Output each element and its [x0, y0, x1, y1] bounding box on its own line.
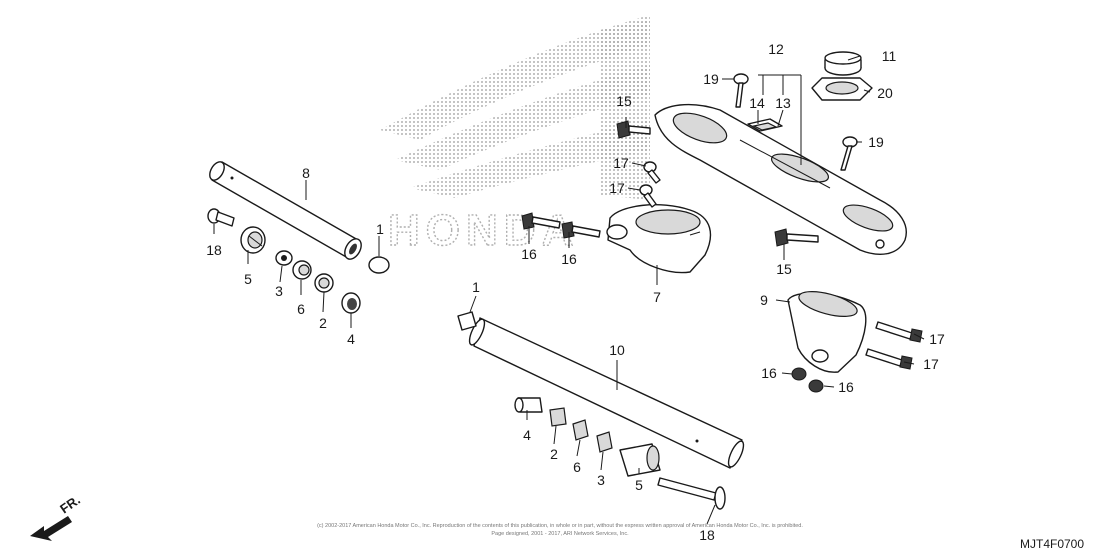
diagram-reference-code: MJT4F0700 [1020, 537, 1084, 551]
part-11-cap [824, 51, 862, 76]
part-6-right-rubber [572, 419, 589, 441]
callout-5-left: 5 [244, 271, 252, 287]
part-18-left-screw [207, 208, 235, 227]
part-16-bolt-a [521, 212, 561, 230]
callout-2-left: 2 [319, 315, 327, 331]
part-9-lower-holder [787, 291, 867, 373]
part-20-nut [811, 77, 873, 101]
callout-17-right-a: 17 [929, 331, 945, 347]
callout-labels: 8 1 18 5 3 6 2 4 1 10 4 2 6 3 5 18 7 16 … [206, 41, 945, 543]
callout-19-upper: 19 [703, 71, 719, 87]
callout-10: 10 [609, 342, 625, 358]
callout-18-left: 18 [206, 242, 222, 258]
callout-16-a: 16 [521, 246, 537, 262]
part-6-left-rubber [292, 260, 312, 280]
part-7-handlebar-holder [606, 204, 712, 274]
callout-16-right-b: 16 [838, 379, 854, 395]
copyright-line-2: Page designed, 2001 - 2017, ARI Network … [491, 531, 629, 537]
callout-3-left: 3 [275, 283, 283, 299]
callout-20: 20 [877, 85, 893, 101]
callout-3-right: 3 [597, 472, 605, 488]
part-8-left-pipe [209, 161, 362, 260]
callout-8: 8 [302, 165, 310, 181]
callout-2-right: 2 [550, 446, 558, 462]
part-17-bolt-right-a [875, 321, 923, 343]
callout-17-right-b: 17 [923, 356, 939, 372]
leader-lines [213, 55, 925, 525]
part-3-left-collar [275, 250, 293, 266]
callout-5-right: 5 [635, 477, 643, 493]
part-3-right-collar [596, 431, 613, 453]
part-4-left-cap [341, 292, 361, 314]
part-5-right-weight [619, 443, 661, 477]
part-19-bolt-right [840, 136, 858, 171]
part-13-plate [752, 122, 778, 131]
callout-16-right-a: 16 [761, 365, 777, 381]
callout-7: 7 [653, 289, 661, 305]
callout-13: 13 [775, 95, 791, 111]
callout-4-right: 4 [523, 427, 531, 443]
part-16-nut-right-a [791, 367, 807, 381]
part-2-right-nut [549, 407, 567, 427]
callout-4-left: 4 [347, 331, 355, 347]
callout-15-upper: 15 [616, 93, 632, 109]
callout-16-b: 16 [561, 251, 577, 267]
part-10-right-pipe [468, 317, 745, 469]
callout-6-left: 6 [297, 301, 305, 317]
part-17-bolt-upper-a [643, 161, 661, 184]
top-bridge [654, 103, 907, 256]
callout-17-upper-a: 17 [613, 155, 629, 171]
callout-14: 14 [749, 95, 765, 111]
callout-9: 9 [760, 292, 768, 308]
part-15-bolt-upper [616, 120, 651, 139]
part-1-right-plug [457, 311, 477, 331]
part-16-nut-right-b [808, 379, 824, 393]
copyright-line-1: (c) 2002-2017 American Honda Motor Co., … [317, 523, 803, 529]
callout-6-right: 6 [573, 459, 581, 475]
honda-watermark-text: HONDA [388, 206, 579, 255]
callout-11: 11 [882, 48, 897, 64]
part-17-bolt-upper-b [639, 184, 657, 208]
part-16-bolt-b [561, 221, 601, 239]
part-15-bolt-lower [774, 228, 819, 247]
part-2-left-nut [314, 273, 334, 293]
part-18-right-screw [657, 477, 726, 510]
part-4-right-cap [514, 397, 543, 413]
callout-19-right: 19 [868, 134, 884, 150]
callout-12: 12 [768, 41, 784, 57]
part-1-left-plug [368, 256, 390, 274]
callout-15-lower: 15 [776, 261, 792, 277]
part-5-left-weight [240, 226, 266, 254]
part-19-bolt-upper [733, 73, 749, 108]
callout-17-upper-b: 17 [609, 180, 625, 196]
part-17-bolt-right-b [865, 348, 913, 370]
front-direction-arrow: FR. [30, 492, 83, 541]
callout-1-left: 1 [376, 221, 384, 237]
callout-1-right: 1 [472, 279, 480, 295]
honda-wing-watermark: HONDA [380, 15, 650, 256]
front-direction-label: FR. [57, 492, 83, 516]
callout-18-right: 18 [699, 527, 715, 543]
